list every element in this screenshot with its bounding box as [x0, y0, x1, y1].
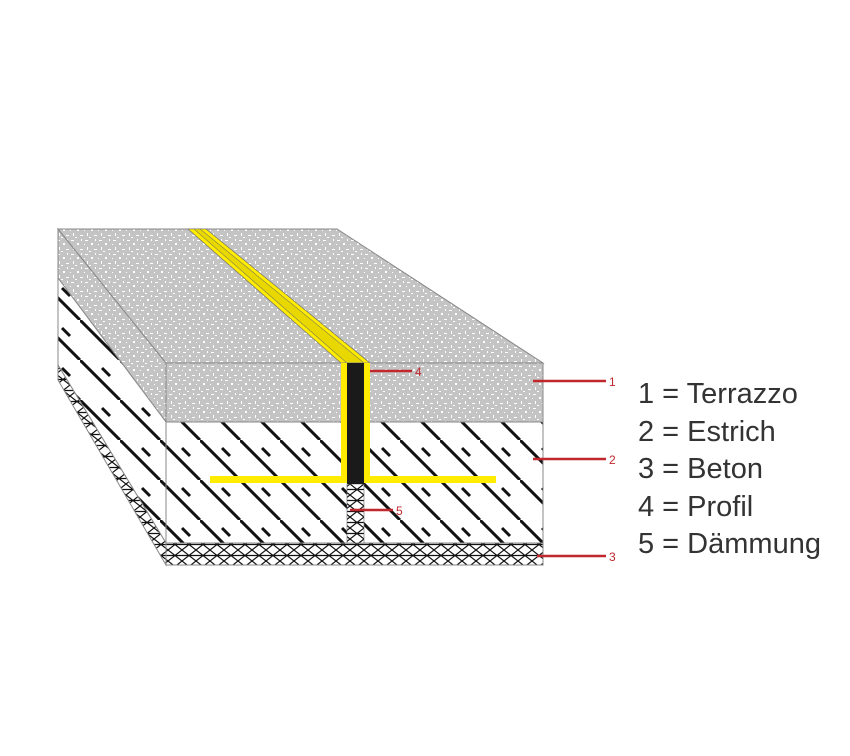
callout-4: 4 [415, 365, 422, 379]
callout-leaders [350, 369, 606, 558]
legend: 1 = Terrazzo 2 = Estrich 3 = Beton 4 = P… [638, 376, 821, 564]
callout-5: 5 [396, 504, 403, 518]
legend-item-estrich: 2 = Estrich [638, 415, 776, 448]
callout-1: 1 [609, 375, 616, 389]
callout-3: 3 [609, 550, 616, 564]
side-face [57, 227, 167, 567]
legend-item-beton: 3 = Beton [638, 453, 763, 485]
legend-item-daemmung: 5 = Dämmung [638, 528, 821, 560]
legend-item-terrazzo: 1 = Terrazzo [638, 378, 798, 410]
legend-item-profil: 4 = Profil [638, 490, 754, 523]
profile [210, 363, 496, 484]
profile-top-strip [187, 228, 371, 364]
callout-2: 2 [609, 453, 616, 467]
layer-beton [165, 542, 544, 566]
insulation [346, 483, 365, 544]
